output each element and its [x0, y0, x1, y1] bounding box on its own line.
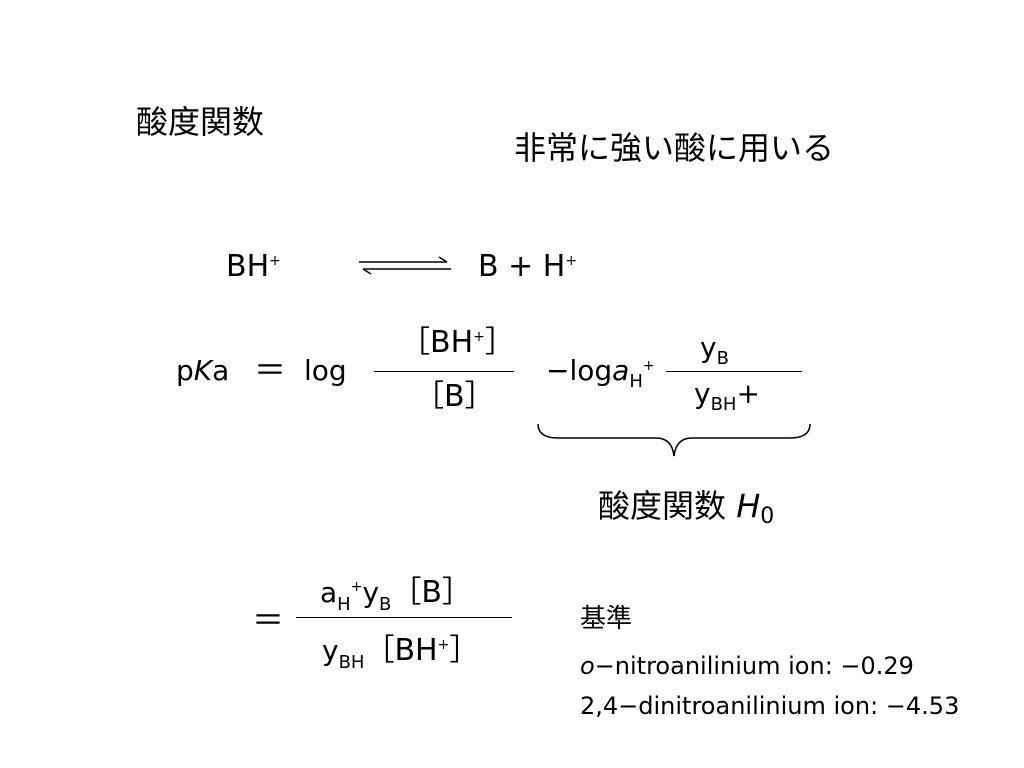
- equilibrium-left: BH+: [226, 249, 281, 284]
- equilibrium-arrows-icon: [359, 256, 451, 275]
- acidity-function-label: 酸度関数 H0: [598, 487, 775, 529]
- second-fraction-bar: [296, 617, 512, 618]
- reference-line-2: 2,4−dinitroanilinium ion: −4.53: [580, 692, 960, 720]
- second-numerator: aH+yB［B］: [320, 575, 472, 615]
- fraction2-numerator: yB: [700, 331, 729, 369]
- fraction1-bar: [374, 371, 514, 372]
- fraction2-bar: [666, 371, 802, 372]
- pka-label: pKa: [176, 354, 230, 387]
- log-label: log: [304, 354, 347, 387]
- reference-heading: 基準: [580, 604, 633, 634]
- fraction2-denominator: yBH+: [694, 377, 760, 415]
- reference-line-1: o−nitroanilinium ion: −0.29: [580, 652, 914, 680]
- minus-log-aH: −logaH+: [546, 354, 655, 392]
- equilibrium-right: B + H+: [478, 249, 578, 284]
- second-equals: ＝: [252, 601, 285, 639]
- underbrace-icon: [537, 423, 811, 457]
- fraction1-denominator: ［B］: [414, 379, 495, 414]
- fraction1-numerator: ［BH+］: [400, 325, 515, 360]
- second-denominator: yBH［BH+］: [322, 633, 480, 673]
- subtitle: 非常に強い酸に用いる: [514, 129, 835, 167]
- pka-equals: ＝: [254, 351, 287, 389]
- page-title: 酸度関数: [136, 103, 265, 141]
